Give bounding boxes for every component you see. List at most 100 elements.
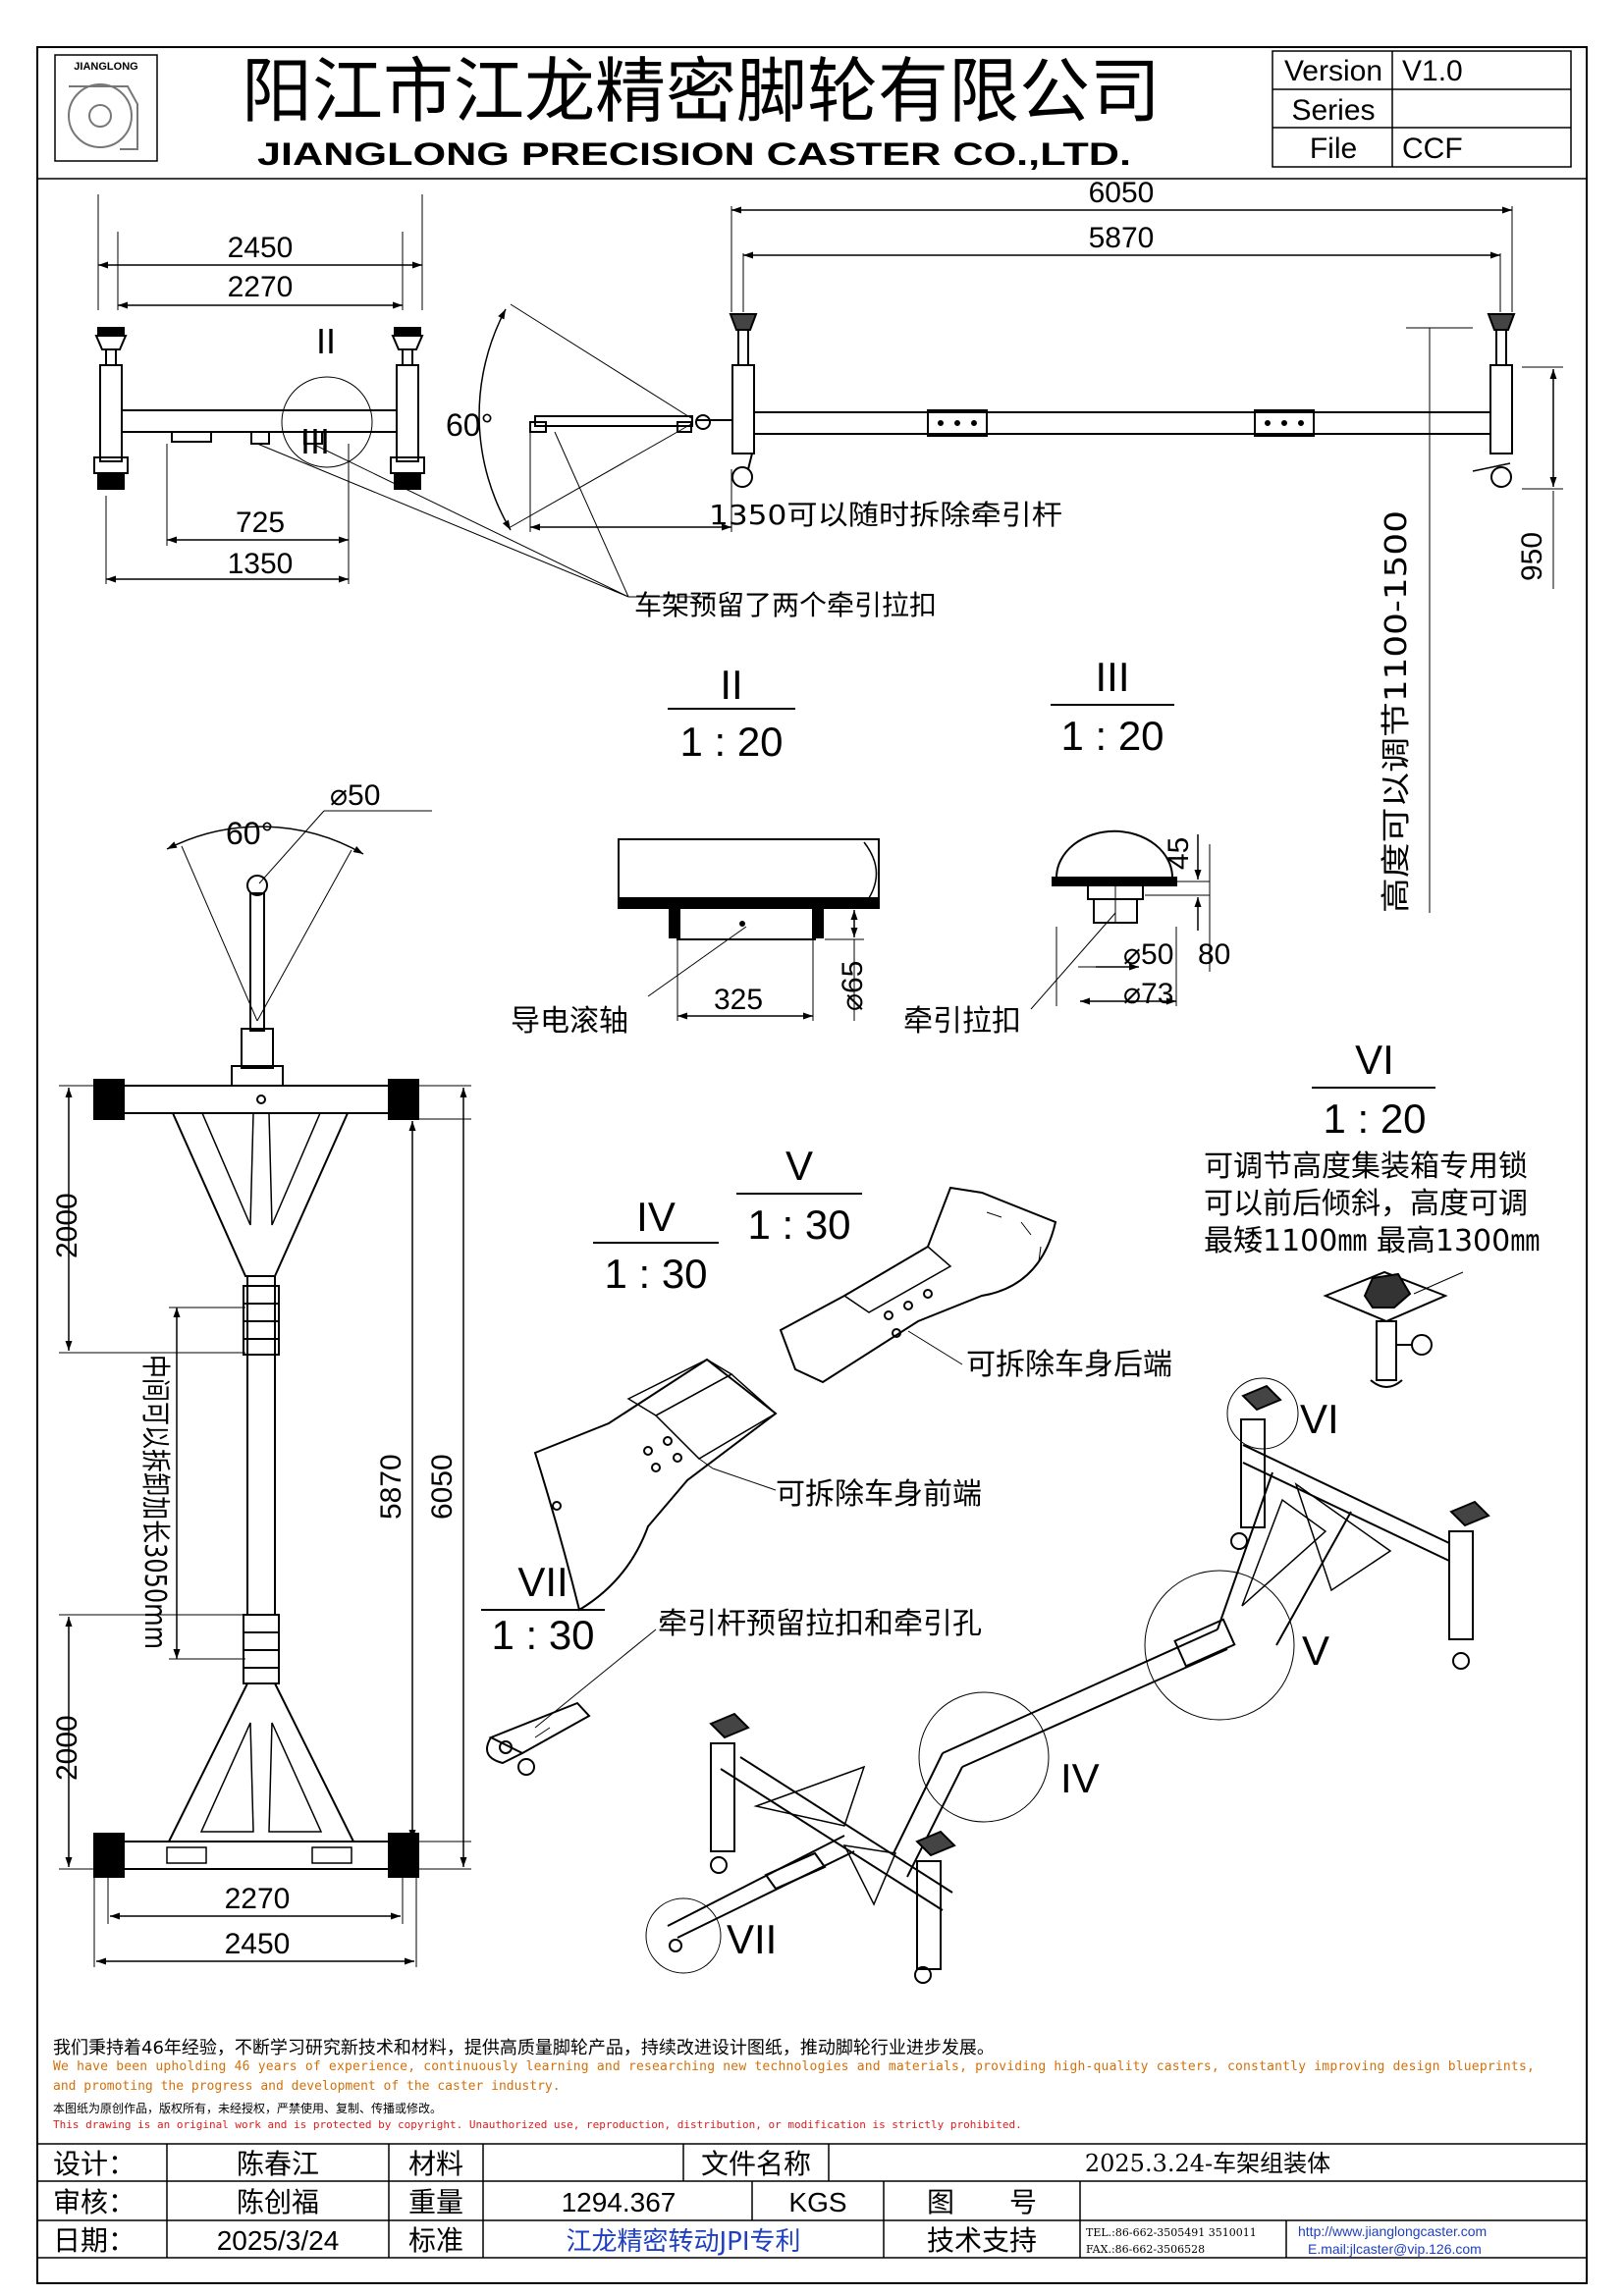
label-design: 设计：: [53, 2148, 135, 2180]
sheet-border: [36, 46, 1588, 2284]
detail-V-scale: 1 : 30: [747, 1201, 850, 1248]
tow-buckle-label: 牵引拉扣: [903, 1004, 1021, 1039]
detail-VI-title: VI: [1355, 1037, 1394, 1083]
value-file-name: 2025.3.24-车架组装体: [1085, 2150, 1330, 2177]
label-standard: 标准: [408, 2224, 463, 2257]
value-date: 2025/3/24: [217, 2225, 340, 2256]
statement-en-1: We have been upholding 46 years of exper…: [53, 2059, 1536, 2074]
value-email[interactable]: E.mail:jlcaster@vip.126.com: [1308, 2241, 1482, 2257]
towbar-buckle-note: 牵引杆预留拉扣和牵引孔: [658, 1607, 982, 1641]
company-name-cn: 阳江市江龙精密脚轮有限公司: [242, 50, 1161, 133]
value-weight: 1294.367: [562, 2187, 677, 2217]
version-value: V1.0: [1402, 55, 1463, 87]
conductive-roller-label: 导电滚轴: [511, 1004, 628, 1039]
value-weight-unit: KGS: [788, 2187, 846, 2217]
value-designer: 陈春江: [237, 2148, 319, 2180]
value-reviewer: 陈创福: [237, 2186, 319, 2218]
dim-plan-2270: 2270: [225, 1883, 291, 1915]
detail-VII-callout-circle: [645, 1897, 722, 1974]
towbar-note: 1350可以随时拆除牵引杆: [709, 499, 1062, 531]
iso-front-wheel-2: [914, 1966, 932, 1984]
series-label: Series: [1291, 94, 1375, 127]
label-date: 日期：: [53, 2224, 135, 2257]
company-name-en: JIANGLONG PRECISION CASTER CO.,LTD.: [257, 136, 1131, 172]
statement-cn: 我们秉持着46年经验，不断学习研究新技术和材料，提供高质量脚轮产品，持续改进设计…: [53, 2038, 995, 2058]
dim-plan-6050: 6050: [426, 1454, 459, 1520]
front-view: [93, 194, 629, 598]
label-detail-III: III: [300, 421, 330, 461]
dim-plan-2000-top: 2000: [51, 1193, 83, 1258]
dim-phi65: ⌀65: [837, 961, 869, 1011]
dim-side-angle: 60°: [446, 407, 493, 443]
dim-phi73: ⌀73: [1123, 978, 1173, 1010]
dim-plan-middle-note: 中间可以拆卸加长3050mm: [137, 1355, 172, 1649]
label-file-name: 文件名称: [701, 2148, 811, 2180]
file-value: CCF: [1402, 133, 1463, 165]
removable-front-note: 可拆除车身前端: [776, 1477, 982, 1512]
detail-VI: [1312, 1087, 1464, 1388]
logo-text: JIANGLONG: [74, 61, 137, 73]
detail-II-callout-circle: [281, 376, 373, 468]
detail-IV-V: [533, 1186, 1057, 1612]
height-adjust-note: 高度可以调节1100-1500: [1380, 510, 1414, 913]
iso-label-VI: VI: [1300, 1396, 1339, 1442]
detail-III-scale: 1 : 20: [1060, 713, 1164, 759]
company-logo: JIANGLONG: [54, 54, 158, 162]
front-wheel-icon: [731, 466, 753, 488]
container-lock-note-line2: 可以前后倾斜，高度可调: [1204, 1187, 1528, 1221]
dim-80: 80: [1198, 938, 1230, 971]
version-label: Version: [1284, 55, 1382, 87]
dim-plan-2450: 2450: [225, 1928, 291, 1960]
isometric-view: [645, 1377, 1490, 1984]
dim-side-total-length: 6050: [1089, 177, 1155, 209]
revision-table: Version V1.0 Series File CCF: [1272, 50, 1572, 168]
dim-plan-angle: 60°: [226, 816, 273, 851]
dim-front-inner-width: 2270: [228, 271, 294, 303]
dim-side-height: 950: [1516, 532, 1548, 581]
dim-side-wheelbase: 5870: [1089, 222, 1155, 254]
dim-plan-phi50: ⌀50: [330, 779, 380, 812]
label-review: 审核：: [53, 2186, 135, 2218]
detail-III: [1030, 704, 1211, 1010]
detail-II-scale: 1 : 20: [679, 719, 783, 765]
copyright-en: This drawing is an original work and is …: [53, 2118, 1022, 2131]
removable-rear-note: 可拆除车身后端: [966, 1348, 1172, 1382]
detail-V-callout-circle: [1144, 1570, 1295, 1721]
detail-VI-scale: 1 : 20: [1323, 1095, 1426, 1142]
dim-45: 45: [1163, 837, 1195, 870]
label-weight: 重量: [408, 2186, 463, 2218]
dim-front-outer-width: 2450: [228, 232, 294, 264]
label-material: 材料: [408, 2148, 463, 2180]
dim-phi50-buckle: ⌀50: [1123, 938, 1173, 971]
detail-IV-callout-circle: [918, 1691, 1050, 1823]
file-label: File: [1310, 133, 1357, 165]
detail-IV-scale: 1 : 30: [604, 1251, 707, 1297]
container-lock-note-line3: 最矮1100㎜ 最高1300㎜: [1204, 1224, 1540, 1258]
detail-III-title: III: [1095, 654, 1129, 700]
detail-V-title: V: [785, 1143, 813, 1189]
plan-view: [59, 810, 471, 1967]
label-tech-support: 技术支持: [927, 2224, 1037, 2257]
caster-wheel-icon: [68, 83, 133, 148]
tow-buckle-note: 车架预留了两个牵引拉扣: [634, 589, 937, 621]
detail-II-title: II: [720, 662, 742, 708]
iso-rear-wheel-1: [1230, 1532, 1248, 1550]
detail-VI-callout-circle: [1226, 1377, 1299, 1450]
dim-1350: 1350: [228, 548, 294, 580]
detail-VII-title: VII: [517, 1559, 568, 1605]
iso-label-V: V: [1302, 1628, 1329, 1674]
detail-VII-scale: 1 : 30: [491, 1612, 594, 1658]
iso-label-VII: VII: [727, 1916, 777, 1962]
value-website[interactable]: http://www.jianglongcaster.com: [1298, 2223, 1487, 2239]
title-block: [37, 2143, 1587, 2259]
label-drawing-no: 图 号: [927, 2186, 1037, 2218]
value-tel: TEL.:86-662-3505491 3510011: [1086, 2226, 1257, 2239]
value-standard: 江龙精密转动JPI专利: [566, 2227, 800, 2257]
detail-II: [618, 708, 880, 1021]
side-view: [478, 206, 1563, 913]
dim-725: 725: [236, 507, 285, 539]
detail-VII: [481, 1609, 657, 1776]
dim-325: 325: [714, 984, 763, 1016]
iso-front-wheel-1: [710, 1856, 728, 1874]
